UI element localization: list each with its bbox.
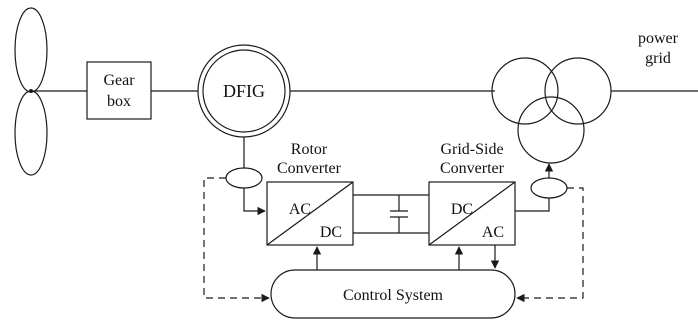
dfig-generator: DFIG — [197, 44, 291, 138]
gearbox: Gear box — [86, 61, 152, 120]
grid-converter-dc-label: DC — [451, 201, 473, 218]
rotor-current-sensor — [225, 167, 263, 189]
power-grid-label-line2: grid — [645, 50, 671, 67]
grid-converter-title-line1: Grid-Side — [440, 141, 503, 158]
gearbox-label-line2: box — [107, 93, 131, 110]
dc-link — [353, 194, 429, 234]
rotor-converter-title-line1: Rotor — [291, 141, 328, 158]
three-winding-transformer — [491, 57, 612, 164]
control-system-label: Control System — [343, 287, 444, 304]
grid-side-current-sensor — [530, 177, 568, 199]
control-system: Control System — [270, 269, 516, 319]
grid-measurement-signal — [516, 187, 584, 303]
grid-converter-ac-label: AC — [482, 224, 504, 241]
rotor-converter: Rotor Converter AC DC — [266, 141, 354, 246]
dfig-label: DFIG — [223, 81, 265, 101]
grid-converter-output-line — [515, 198, 550, 212]
grid-side-converter: Grid-Side Converter DC AC — [428, 141, 516, 246]
grid-converter-title-line2: Converter — [440, 160, 505, 177]
rotor-converter-dc-label: DC — [320, 224, 342, 241]
rotor-lead-to-converter — [243, 188, 266, 216]
rotor-converter-ac-label: AC — [289, 201, 311, 218]
power-grid-label-line1: power — [638, 30, 679, 47]
rotor-converter-title-line2: Converter — [277, 160, 342, 177]
rotor-measurement-signal — [203, 177, 270, 303]
gearbox-label-line1: Gear — [103, 72, 135, 89]
